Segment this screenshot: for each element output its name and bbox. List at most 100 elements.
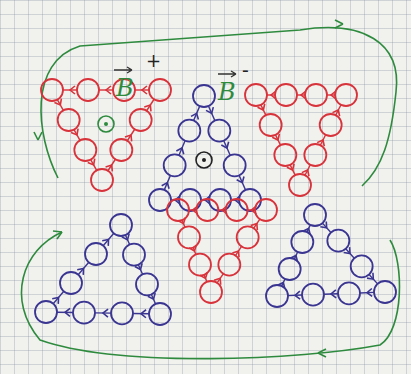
charge-circle (196, 199, 218, 221)
charge-circle (74, 139, 96, 161)
charge-circle (255, 199, 277, 221)
edge-segment (336, 105, 341, 115)
charge-circle (224, 154, 246, 176)
edge-segment (182, 220, 185, 227)
edge-segment (320, 135, 325, 145)
loop-arrowhead (34, 132, 42, 140)
circle-triangle (266, 204, 396, 307)
edge-segment (208, 106, 214, 121)
charge-circle (289, 174, 311, 196)
vector-arrow (114, 67, 132, 73)
charge-circle (85, 243, 107, 265)
edge-segment (294, 252, 297, 259)
vector-arrow (218, 71, 236, 77)
circle-triangle (167, 199, 277, 303)
edge-segment (282, 279, 285, 286)
charge-circle (130, 109, 152, 131)
edge-segment (127, 129, 134, 141)
sign-label: - (242, 60, 249, 80)
edge-segment (63, 89, 77, 90)
charge-circle (338, 282, 360, 304)
charge-circle (320, 114, 342, 136)
edge-segment (151, 294, 155, 304)
charge-circle (218, 254, 240, 276)
loop-arrowhead (318, 349, 326, 357)
charge-circle (110, 214, 132, 236)
charge-circle (111, 302, 133, 324)
charge-circle (237, 226, 259, 248)
field-label: B (218, 80, 236, 104)
field-out-symbol (196, 152, 212, 168)
edge-segment (74, 130, 80, 141)
charge-circle (200, 281, 222, 303)
charge-circle (35, 301, 57, 323)
charge-circle (178, 120, 200, 142)
charge-circle (73, 302, 95, 324)
edge-segment (324, 293, 338, 295)
edge-segment (193, 248, 196, 255)
edge-segment (275, 135, 280, 145)
charge-circle (149, 303, 171, 325)
edge-segment (138, 265, 142, 275)
charge-circle (58, 109, 80, 131)
edge-segment (103, 233, 114, 245)
edge-segment (235, 246, 241, 255)
edge-segment (99, 89, 113, 90)
edge-segment (267, 94, 275, 95)
circle-triangle (41, 79, 171, 191)
charge-circle (193, 85, 215, 107)
edge-segment (254, 219, 260, 228)
charge-circle (136, 273, 158, 295)
edge-segment (239, 175, 245, 190)
charge-circle (60, 272, 82, 294)
charge-circle (245, 84, 267, 106)
edge-segment (360, 292, 374, 294)
edge-segment (290, 165, 295, 175)
charge-circle (304, 204, 326, 226)
field-out-dot (104, 122, 108, 126)
field-out-dot (202, 158, 206, 162)
loop-arrowhead (335, 20, 343, 28)
edge-segment (147, 99, 154, 111)
charge-circle (77, 79, 99, 101)
edge-segment (224, 141, 230, 156)
edge-segment (133, 313, 149, 315)
field-label: B (116, 76, 134, 100)
circle-triangle (245, 84, 357, 196)
edge-segment (327, 94, 335, 95)
loop-arrowhead (53, 231, 62, 239)
edge-segment (179, 141, 185, 155)
edge-segment (194, 106, 200, 120)
edge-segment (164, 175, 170, 189)
charge-circle (123, 244, 145, 266)
edge-segment (135, 89, 149, 90)
charge-circle (305, 84, 327, 106)
charge-circle (91, 169, 113, 191)
edge-segment (248, 209, 255, 210)
edge-segment (108, 159, 115, 171)
charge-circle (275, 84, 297, 106)
edge-segment (204, 275, 207, 282)
edge-segment (369, 274, 378, 283)
edge-segment (78, 262, 89, 274)
edge-segment (91, 160, 97, 171)
edge-segment (297, 94, 305, 95)
charge-circle (260, 114, 282, 136)
edge-segment (346, 249, 355, 258)
charge-circle (327, 230, 349, 252)
charge-circle (335, 84, 357, 106)
charge-circle (208, 120, 230, 142)
edge-segment (288, 294, 302, 296)
edge-segment (57, 100, 63, 111)
charge-circle (302, 284, 324, 306)
charge-circle (351, 255, 373, 277)
edge-segment (305, 165, 310, 175)
edge-segment (307, 225, 310, 232)
charge-circle (110, 139, 132, 161)
edge-segment (189, 209, 196, 210)
edge-segment (322, 223, 331, 232)
charge-circle (149, 79, 171, 101)
edge-segment (53, 291, 64, 303)
charge-circle (41, 79, 63, 101)
